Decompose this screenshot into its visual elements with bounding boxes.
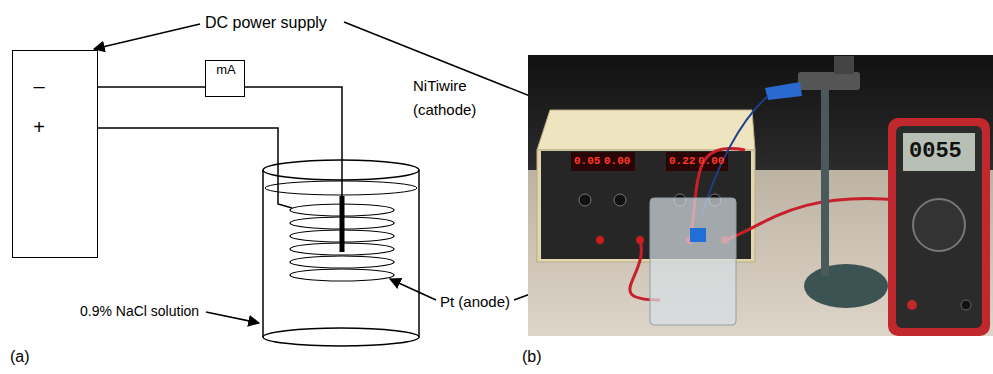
led-display bbox=[571, 152, 635, 171]
sample bbox=[690, 228, 706, 242]
leader-arrow bbox=[390, 279, 436, 300]
led-reading: 0.00 bbox=[604, 155, 630, 168]
solution-label: 0.9% NaCl solution bbox=[80, 303, 199, 319]
jack bbox=[907, 300, 917, 310]
clamp bbox=[798, 72, 860, 90]
leader-arrow bbox=[344, 22, 545, 102]
dial bbox=[913, 199, 965, 251]
knob bbox=[614, 194, 626, 206]
panel-label: (a) bbox=[10, 348, 30, 366]
leader-arrow bbox=[94, 24, 200, 49]
led-reading: 0.05 bbox=[574, 155, 600, 168]
clamp-screw bbox=[834, 56, 854, 74]
blue-clip bbox=[765, 82, 802, 100]
power-supply-box: –+ bbox=[12, 50, 98, 258]
beaker-wall bbox=[262, 170, 264, 337]
electrode-label: (cathode) bbox=[413, 101, 476, 118]
cable bbox=[725, 198, 900, 240]
panel-label: (b) bbox=[522, 348, 542, 366]
led-reading: 0.00 bbox=[698, 155, 724, 168]
photo bbox=[528, 55, 993, 336]
wall bbox=[528, 55, 993, 170]
meter-reading: 0055 bbox=[909, 139, 962, 164]
beaker-rim bbox=[263, 160, 419, 180]
stand-rod bbox=[821, 78, 829, 276]
wire bbox=[98, 86, 205, 88]
node-text: + bbox=[33, 116, 45, 138]
electrode-label: NiTiwire bbox=[413, 77, 467, 94]
beaker-base bbox=[263, 328, 419, 346]
stand-base bbox=[804, 264, 888, 308]
niti-wire bbox=[340, 196, 345, 252]
node-text: mA bbox=[216, 63, 236, 77]
beaker bbox=[650, 198, 736, 325]
wire bbox=[76, 128, 292, 208]
jack bbox=[961, 300, 971, 310]
leader-arrow bbox=[206, 312, 259, 323]
solution-surface bbox=[265, 181, 417, 195]
device-label: DC power supply bbox=[205, 14, 327, 32]
ammeter-box: mA bbox=[205, 60, 245, 97]
jack bbox=[596, 236, 604, 244]
beaker-wall bbox=[418, 170, 420, 337]
psu-top bbox=[537, 110, 755, 150]
multimeter-face bbox=[896, 126, 982, 328]
knob bbox=[579, 194, 591, 206]
lcd-screen bbox=[903, 133, 975, 171]
node-text: – bbox=[33, 75, 44, 97]
electrode-label: Pt (anode) bbox=[440, 293, 510, 310]
led-reading: 0.22 bbox=[669, 155, 695, 168]
multimeter bbox=[888, 118, 990, 336]
